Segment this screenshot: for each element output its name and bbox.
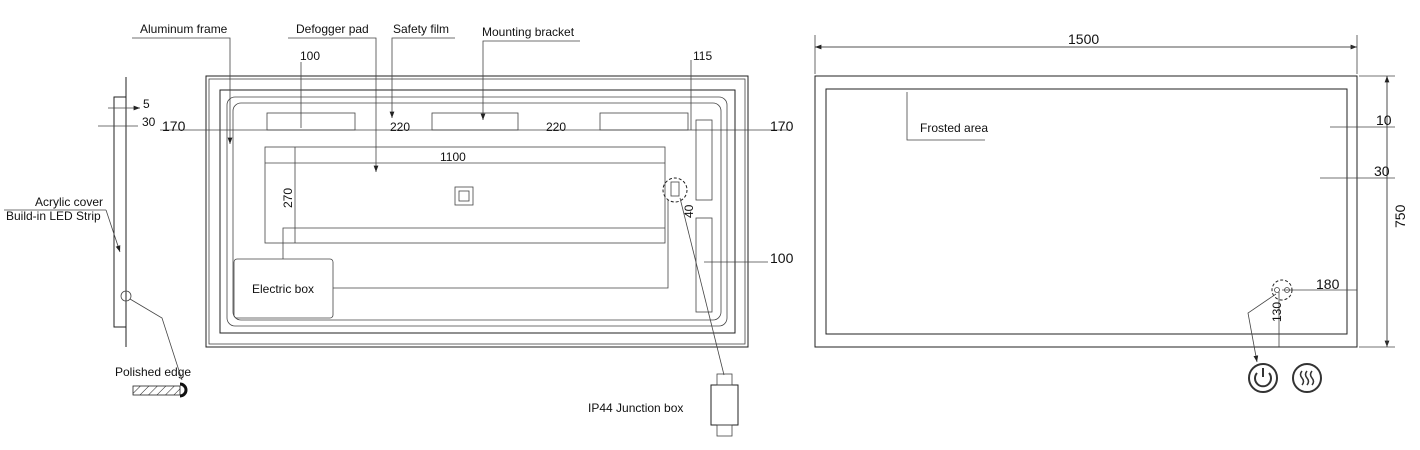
dim-defogger-height: 270 [281, 188, 295, 208]
mounting-bracket-label: Mounting bracket [482, 25, 575, 39]
electric-box [233, 258, 334, 319]
dim-frost-band: 30 [1374, 163, 1390, 179]
detail-circle [120, 290, 132, 302]
dim-width: 1500 [1068, 31, 1099, 47]
dim-left-margin: 170 [162, 118, 186, 134]
mounting-bracket-3 [599, 112, 689, 131]
acrylic-cover-label: Acrylic cover [35, 195, 103, 209]
frosted-area-label: Frosted area [920, 121, 988, 135]
dim-gap-2: 220 [546, 120, 566, 134]
front-view: 1500 750 Frosted area 10 30 180 130 [814, 31, 1408, 393]
dim-switch-right: 180 [1316, 276, 1340, 292]
led-strip-label: Build-in LED Strip [6, 209, 101, 223]
mounting-bracket-1 [266, 112, 356, 131]
dim-gap-1: 220 [390, 120, 410, 134]
polished-edge-label: Polished edge [115, 365, 191, 379]
dim-right-offset: 115 [693, 49, 712, 63]
dim-switch-bottom: 130 [1270, 302, 1284, 322]
dim-height: 750 [1392, 204, 1408, 228]
aluminum-frame-label: Aluminum frame [140, 22, 228, 36]
junction-box-label: IP44 Junction box [588, 401, 683, 415]
clear-mirror-area [825, 88, 1348, 335]
polished-edge-profile [179, 382, 188, 398]
polished-edge-hatch [132, 385, 181, 396]
defogger-pad [264, 146, 666, 244]
defogger-heat-icon[interactable] [1292, 363, 1322, 393]
dim-top-offset: 100 [300, 49, 320, 63]
defogger-pad-label: Defogger pad [296, 22, 369, 36]
dim-total-thickness: 30 [142, 115, 156, 129]
sensor-square [454, 186, 474, 206]
mirror-front-outline [814, 75, 1358, 348]
led-strip-lower [695, 217, 713, 313]
aluminum-frame-outer [226, 96, 728, 327]
dim-strip-gap: 40 [682, 204, 696, 218]
power-icon[interactable] [1248, 363, 1278, 393]
junction-box [710, 384, 739, 426]
safety-film-label: Safety film [393, 22, 449, 36]
aluminum-frame-inner [232, 102, 722, 321]
electric-box-label: Electric box [252, 282, 314, 296]
mounting-bracket-2 [431, 112, 519, 131]
mirror-outline [205, 75, 749, 348]
led-strip-upper [695, 119, 713, 201]
switch-detail-circle [662, 177, 688, 203]
dim-defogger-width: 1100 [440, 150, 466, 164]
dim-frost-inner: 10 [1376, 112, 1392, 128]
frame-profile [113, 96, 126, 328]
switch-detail-circle-front [1271, 279, 1293, 301]
side-view: 5 30 Acrylic cover Build-in LED Strip Po… [4, 77, 191, 398]
dim-right-margin: 170 [770, 118, 794, 134]
dim-strip-offset: 100 [770, 250, 794, 266]
back-view: Aluminum frame Defogger pad Safety film … [132, 22, 794, 437]
dim-glass-thickness: 5 [143, 97, 150, 111]
frosted-border-inner [219, 89, 736, 334]
